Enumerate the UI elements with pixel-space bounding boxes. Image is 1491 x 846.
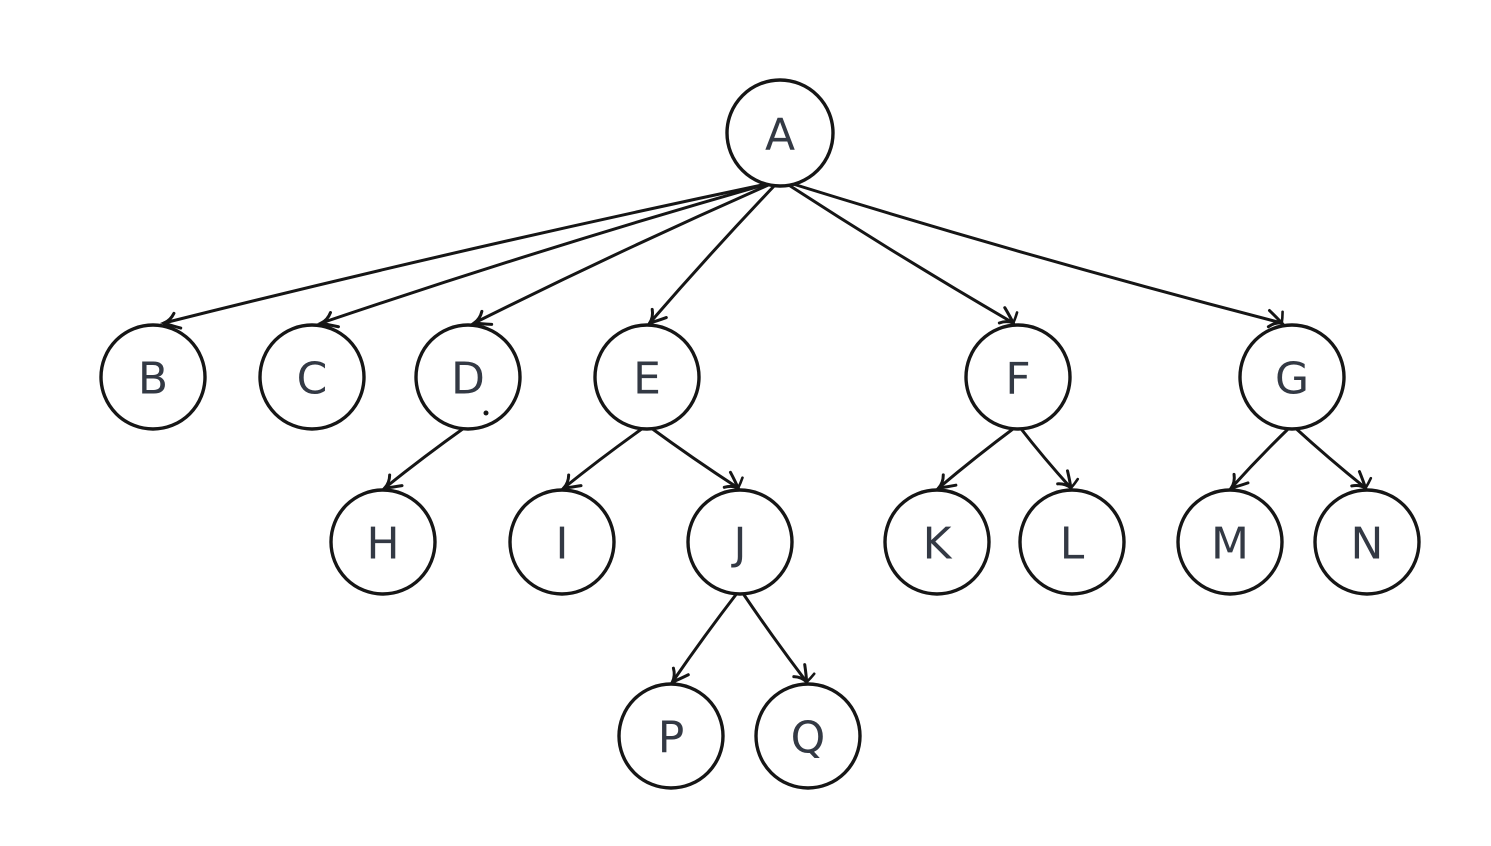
- node-G: G: [1238, 323, 1346, 431]
- node-P: P: [617, 682, 725, 790]
- edge-G-M: [1227, 425, 1292, 496]
- edge-A-C: [317, 182, 769, 335]
- node-label: G: [1275, 354, 1309, 405]
- node-circle: [686, 488, 794, 596]
- node-F: F: [964, 323, 1072, 431]
- edge-G-N: [1292, 425, 1373, 492]
- node-circle: [258, 323, 366, 431]
- edge-D-H: [380, 425, 467, 497]
- edge-J-P: [669, 590, 740, 688]
- node-label: E: [633, 354, 661, 405]
- node-label: A: [765, 110, 795, 161]
- node-A: A: [725, 78, 835, 188]
- node-D: D: [414, 323, 522, 431]
- node-label: I: [556, 519, 569, 570]
- edge-F-L: [1018, 425, 1080, 492]
- node-circle: [883, 488, 991, 596]
- node-K: K: [883, 488, 991, 596]
- node-M: M: [1176, 488, 1284, 596]
- edge-E-I: [559, 425, 646, 497]
- node-H: H: [329, 488, 437, 596]
- node-circle: [725, 78, 835, 188]
- edge-E-J: [648, 425, 744, 492]
- node-label: N: [1351, 519, 1384, 570]
- edge-F-K: [934, 425, 1018, 497]
- node-I: I: [508, 488, 616, 596]
- node-circle: [329, 488, 437, 596]
- node-circle: [1238, 323, 1346, 431]
- node-label: K: [923, 519, 953, 570]
- node-E: E: [593, 323, 701, 431]
- node-circle: [414, 323, 522, 431]
- edge-J-Q: [740, 590, 816, 686]
- node-label: H: [366, 519, 399, 570]
- node-J: J: [686, 488, 794, 596]
- edge-A-F: [785, 182, 1019, 326]
- edge-A-D: [470, 182, 773, 334]
- node-circle: [1018, 488, 1126, 596]
- node-circle: [1176, 488, 1284, 596]
- node-label: P: [658, 713, 685, 764]
- edge-A-E: [646, 182, 778, 330]
- node-L: L: [1018, 488, 1126, 596]
- node-label: M: [1211, 519, 1249, 570]
- node-circle: [508, 488, 616, 596]
- stray-dot: [483, 410, 489, 416]
- node-circle: [754, 682, 862, 790]
- node-label: L: [1060, 519, 1085, 570]
- node-N: N: [1313, 488, 1421, 596]
- node-label: J: [731, 519, 747, 570]
- node-B: B: [99, 323, 207, 431]
- node-label: Q: [791, 713, 826, 764]
- node-label: C: [297, 354, 328, 405]
- node-C: C: [258, 323, 366, 431]
- node-label: B: [138, 354, 168, 405]
- node-label: D: [451, 354, 485, 405]
- node-label: F: [1005, 354, 1030, 405]
- node-circle: [964, 323, 1072, 431]
- node-circle: [593, 323, 701, 431]
- edge-A-B: [159, 182, 769, 335]
- node-Q: Q: [754, 682, 862, 790]
- node-circle: [99, 323, 207, 431]
- node-circle: [617, 682, 725, 790]
- node-circle: [1313, 488, 1421, 596]
- edge-A-G: [791, 182, 1286, 329]
